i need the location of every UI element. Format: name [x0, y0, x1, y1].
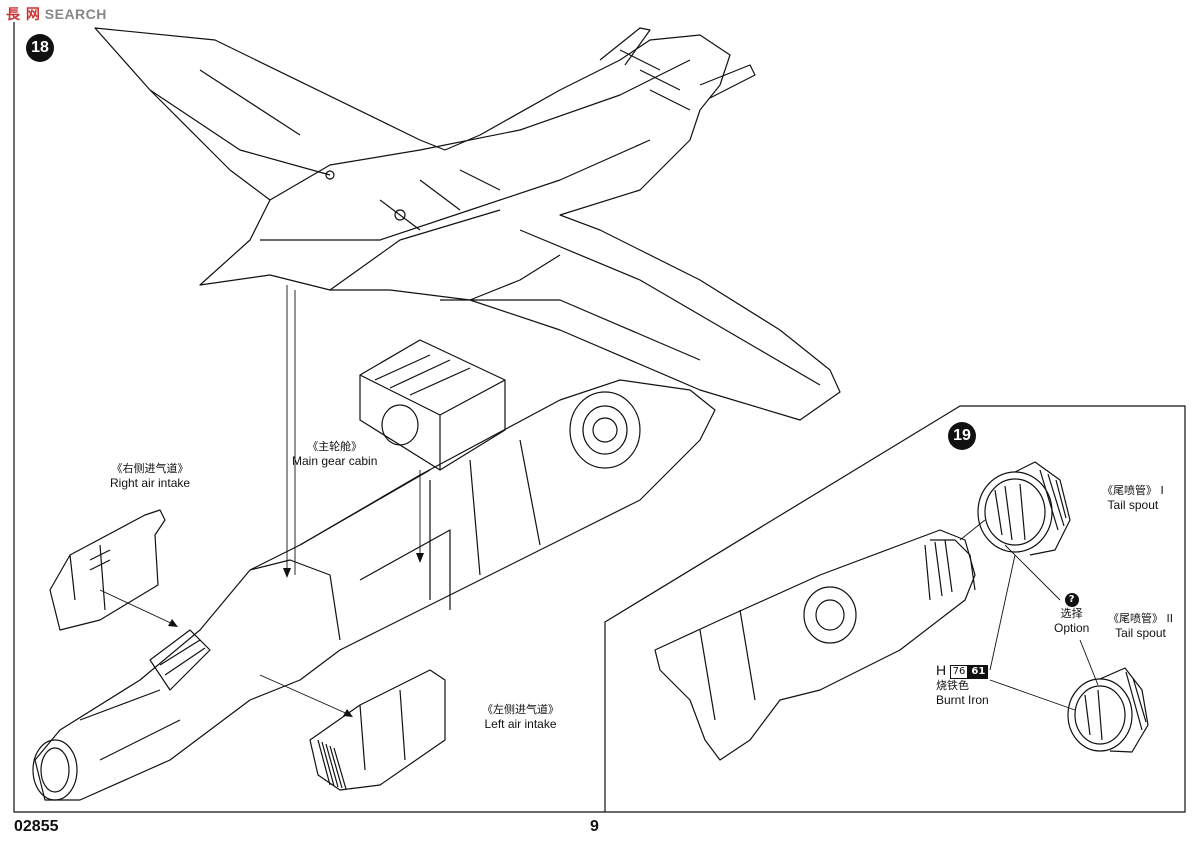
right-air-intake-en: Right air intake [110, 476, 191, 490]
engine-section-part [654, 529, 976, 761]
option-en: Option [1054, 621, 1090, 635]
tail-spout-2-cn: 《尾喷管》 II [1108, 612, 1173, 625]
option-cn: 选择 [1060, 607, 1083, 620]
tail-spout-1-cn: 《尾喷管》 I [1102, 484, 1164, 497]
kit-number: 02855 [14, 818, 59, 835]
main-gear-cabin-en: Main gear cabin [292, 454, 378, 468]
lower-fuselage-part [32, 379, 716, 801]
left-air-intake-label: 《左侧进气道》 Left air intake [482, 703, 559, 731]
main-gear-cabin-label: 《主轮舱》 Main gear cabin [292, 440, 377, 468]
tail-spout-2-part [1067, 667, 1149, 753]
page-number: 9 [590, 818, 599, 835]
guide-line-4 [99, 589, 176, 626]
guide-line-5 [259, 674, 351, 716]
step-19-badge: 19 [948, 422, 976, 450]
tail-spout-1-part [977, 461, 1071, 556]
main-gear-cabin-cn: 《主轮舱》 [307, 440, 363, 453]
step19-frame [604, 405, 1186, 813]
watermark: 長 网 SEARCH [6, 4, 107, 24]
tail-spout-2-en: Tail spout [1115, 626, 1166, 640]
watermark-en: SEARCH [44, 6, 107, 22]
question-icon: ? [1064, 593, 1079, 607]
paint-en: Burnt Iron [936, 693, 989, 707]
step18-frame [13, 22, 605, 813]
option-label: ? 选择 Option [1054, 592, 1089, 635]
left-air-intake-part [309, 669, 446, 791]
right-air-intake-label: 《右侧进气道》 Right air intake [110, 462, 190, 490]
right-air-intake-part [49, 509, 166, 631]
arrowheads [168, 553, 424, 717]
tail-spout-1-en: Tail spout [1107, 498, 1159, 512]
step-18-badge: 18 [26, 34, 54, 62]
paint-prefix: H [936, 662, 947, 678]
right-air-intake-cn: 《右侧进气道》 [111, 462, 189, 475]
paint-code-76: 76 [949, 665, 969, 679]
paint-code-61: 61 [968, 665, 989, 679]
left-air-intake-cn: 《左侧进气道》 [482, 703, 559, 716]
tail-spout-1-label: 《尾喷管》 I Tail spout [1102, 484, 1164, 512]
upper-airframe [94, 27, 841, 421]
tail-spout-2-label: 《尾喷管》 II Tail spout [1108, 612, 1173, 640]
watermark-cn: 長 网 [6, 7, 41, 23]
paint-cn: 烧铁色 [936, 679, 969, 692]
left-air-intake-en: Left air intake [484, 717, 557, 731]
main-gear-cabin-part [359, 339, 506, 471]
